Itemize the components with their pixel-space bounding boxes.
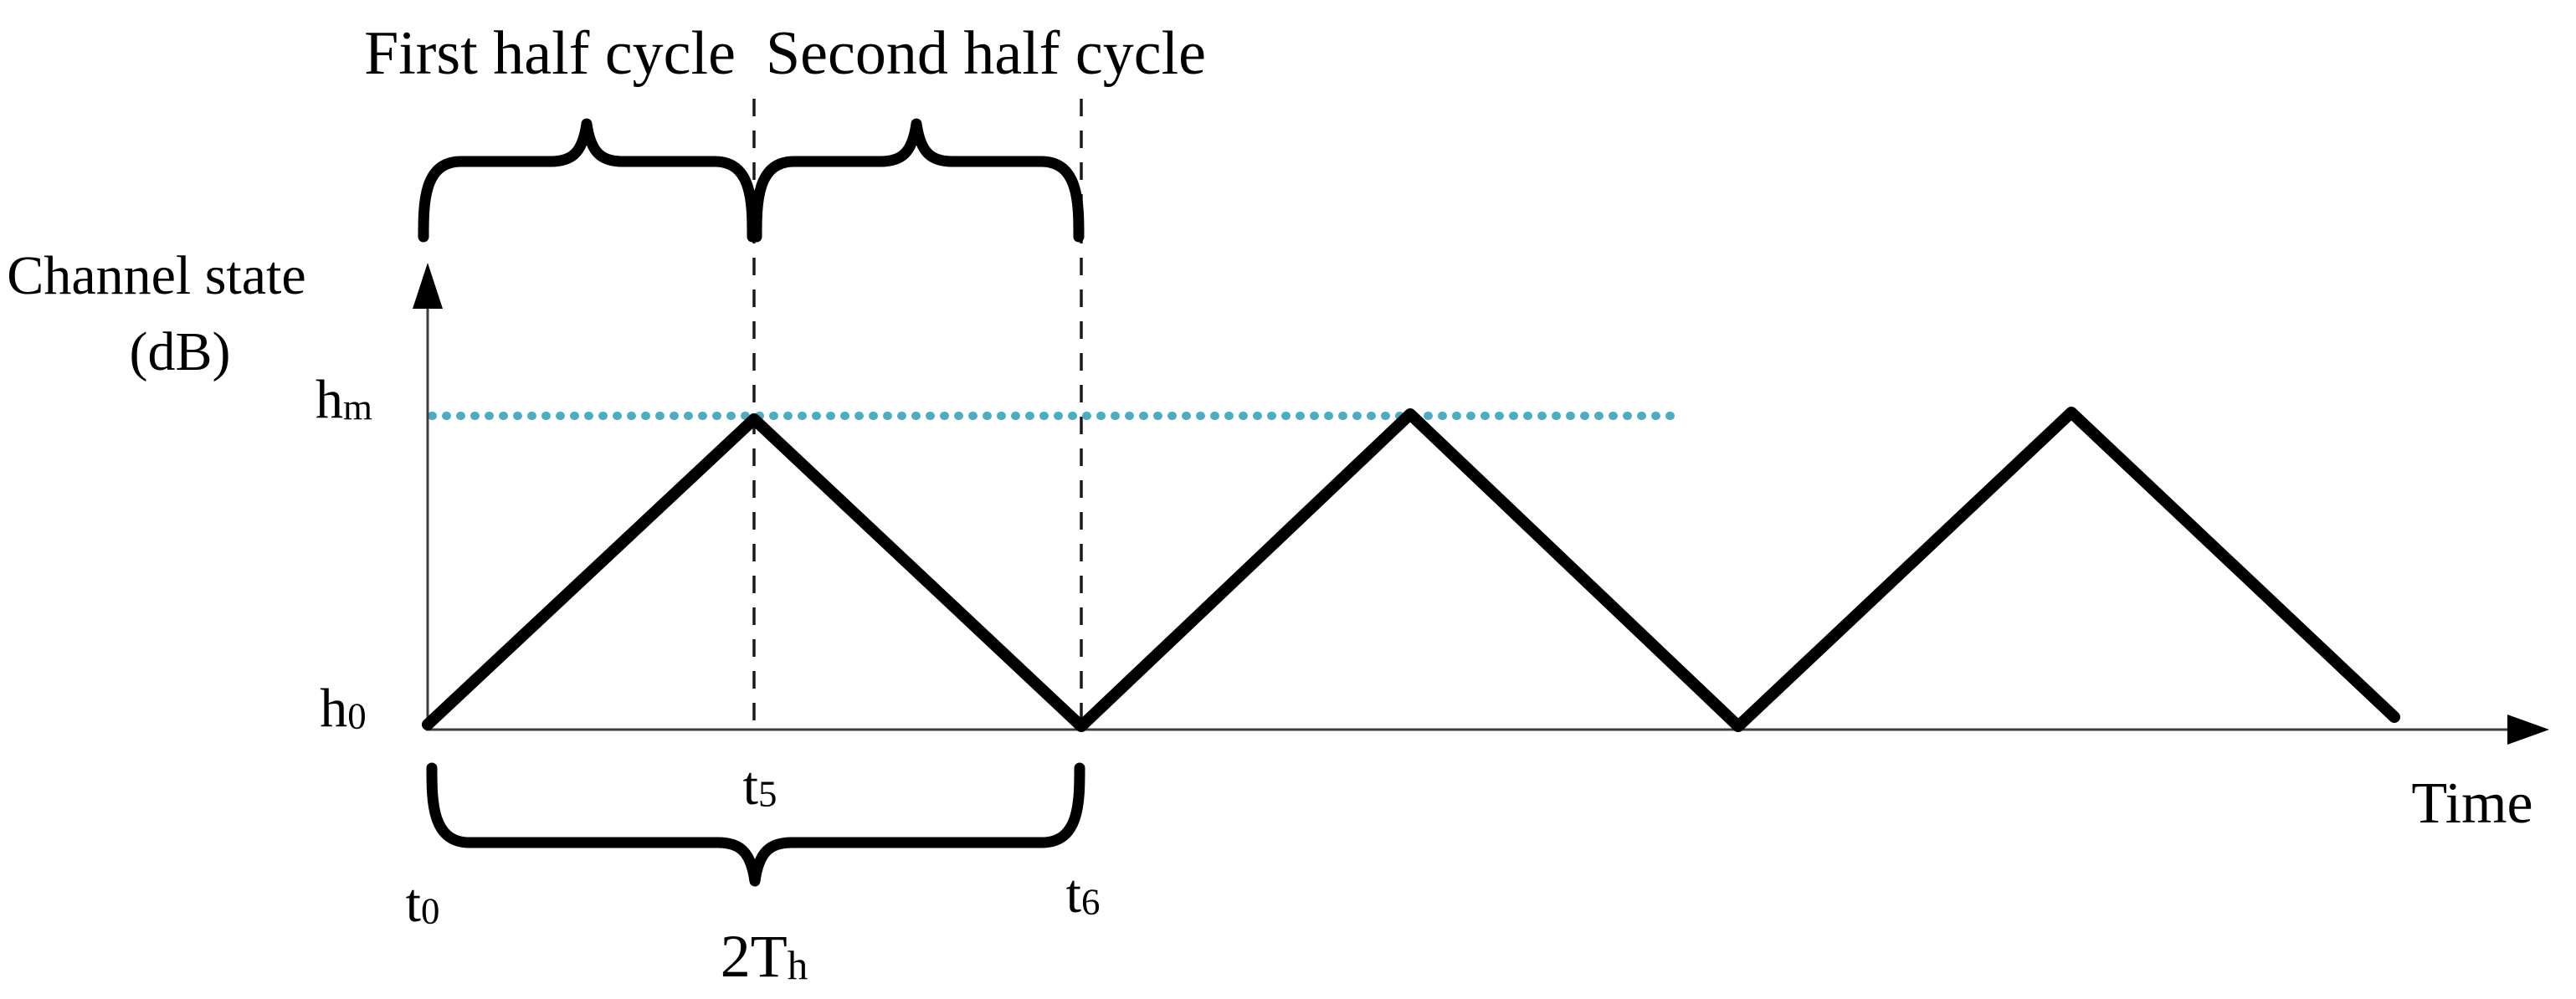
y-axis-title-line2: (dB) — [129, 321, 231, 382]
x-tick-t0-sub: 0 — [420, 889, 440, 932]
channel-state-wave — [422, 407, 2400, 732]
y-tick-h0-base: h — [320, 678, 348, 739]
period-2Th-brace — [426, 762, 1085, 887]
x-tick-t0-base: t — [405, 873, 421, 934]
period-2Th-base: 2T — [720, 923, 788, 990]
x-tick-t0: t0 — [406, 876, 440, 931]
y-tick-h0-sub: 0 — [347, 694, 367, 737]
x-tick-t6-base: t — [1065, 863, 1081, 925]
x-axis-arrow-icon — [2507, 715, 2549, 745]
y-axis-arrow-icon — [413, 263, 443, 309]
x-axis-title: Time — [2411, 771, 2533, 836]
y-tick-hm-sub: m — [343, 386, 372, 428]
y-tick-hm-base: h — [316, 369, 344, 430]
y-tick-hm: hm — [316, 372, 372, 428]
x-tick-t6: t6 — [1066, 867, 1101, 922]
period-2Th-label: 2Th — [721, 926, 808, 986]
period-2Th-sub: h — [787, 941, 808, 988]
y-axis-title-line1: Channel state — [7, 245, 306, 306]
x-tick-t6-sub: 6 — [1080, 880, 1101, 923]
second-half-cycle-brace — [751, 118, 1085, 243]
y-tick-h0: h0 — [320, 681, 366, 736]
x-tick-t5-base: t — [742, 756, 758, 817]
x-tick-t5-sub: 5 — [757, 772, 777, 815]
x-tick-t5: t5 — [743, 759, 777, 814]
first-half-cycle-label: First half cycle — [364, 19, 736, 88]
first-half-cycle-brace — [418, 118, 758, 243]
second-half-cycle-label: Second half cycle — [766, 19, 1206, 88]
